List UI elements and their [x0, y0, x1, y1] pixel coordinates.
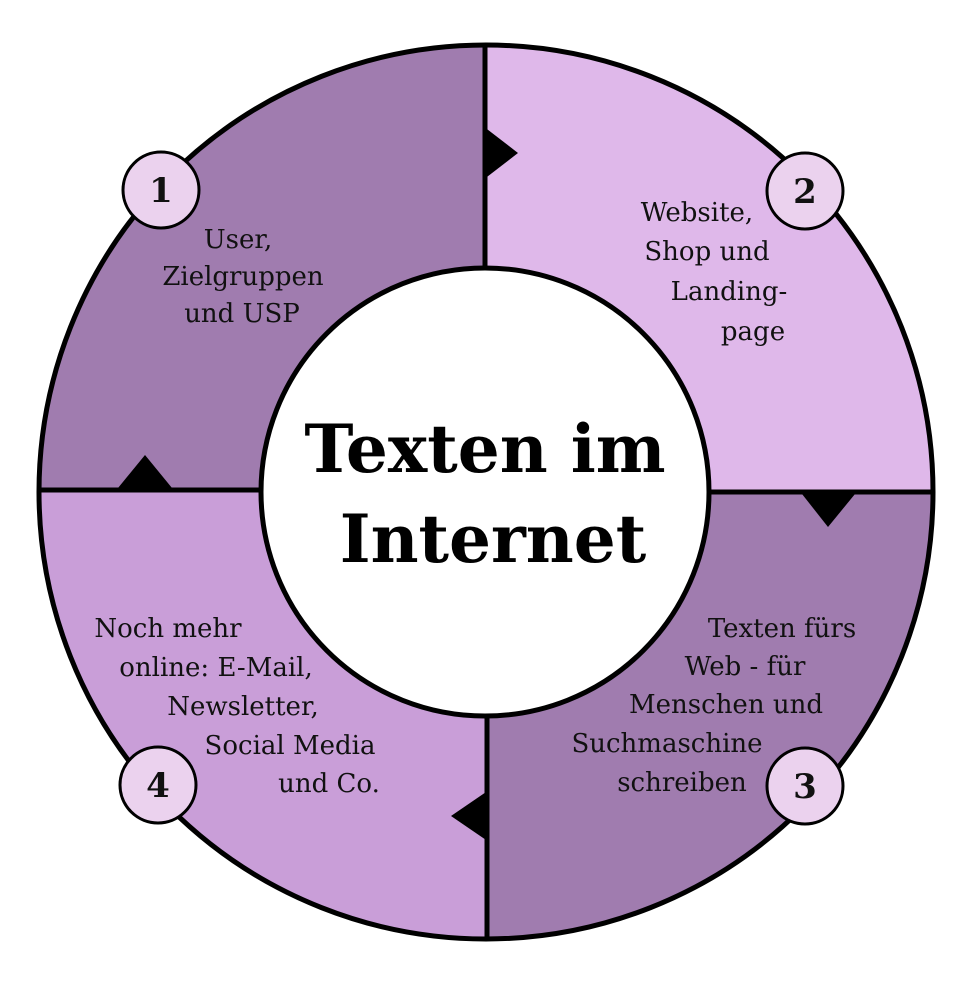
badge-circle — [765, 151, 845, 231]
badge-circle — [765, 746, 845, 826]
badge-circle — [121, 150, 201, 230]
step-2-line: Landing- — [671, 277, 788, 307]
step-4-line: online: E-Mail, — [119, 653, 312, 683]
center-circle — [258, 265, 712, 719]
segment-user-zielgruppen — [40, 45, 485, 490]
arrow-left-icon — [451, 790, 489, 842]
step-3-line: Menschen und — [629, 690, 823, 720]
step-3-line: Web - für — [685, 652, 806, 682]
badge-circle — [118, 745, 198, 825]
step-4-line: und Co. — [278, 769, 380, 799]
step-2-badge: 2 — [765, 151, 845, 231]
step-2-line: Shop und — [644, 237, 769, 267]
step-2-line: Website, — [641, 198, 753, 228]
segment-noch-mehr-online — [39, 490, 487, 940]
arrow-up-icon — [118, 455, 172, 488]
step-1-line: User, — [204, 225, 272, 255]
step-3-line: Texten fürs — [708, 614, 856, 644]
step-4-line: Newsletter, — [167, 692, 319, 722]
step-3-line: Suchmaschine — [571, 729, 762, 759]
step-3-text: Texten fürs Web - für Menschen und Suchm… — [571, 614, 856, 798]
step-2-line: page — [721, 317, 785, 347]
step-2-number: 2 — [793, 172, 817, 212]
step-3-line: schreiben — [617, 768, 747, 798]
step-1-line: Zielgruppen — [162, 262, 324, 292]
step-3-number: 3 — [793, 767, 817, 807]
step-4-line: Social Media — [205, 731, 376, 761]
center-title-line-1: Texten im — [304, 410, 665, 488]
step-1-number: 1 — [149, 171, 173, 211]
segment-website-shop — [485, 45, 932, 492]
step-1-text: User, Zielgruppen und USP — [162, 225, 324, 329]
step-3-badge: 3 — [765, 746, 845, 826]
step-4-number: 4 — [146, 766, 170, 806]
arrow-right-icon — [483, 126, 518, 180]
step-2-text: Website, Shop und Landing- page — [641, 198, 788, 347]
step-4-line: Noch mehr — [94, 614, 242, 644]
step-1-line: und USP — [184, 299, 300, 329]
segment-texten-fuers-web — [487, 492, 933, 940]
center-title-line-2: Internet — [340, 500, 647, 578]
step-4-text: Noch mehr online: E-Mail, Newsletter, So… — [94, 614, 379, 799]
step-4-badge: 4 — [118, 745, 198, 825]
step-1-badge: 1 — [121, 150, 201, 230]
arrow-down-icon — [802, 494, 855, 527]
